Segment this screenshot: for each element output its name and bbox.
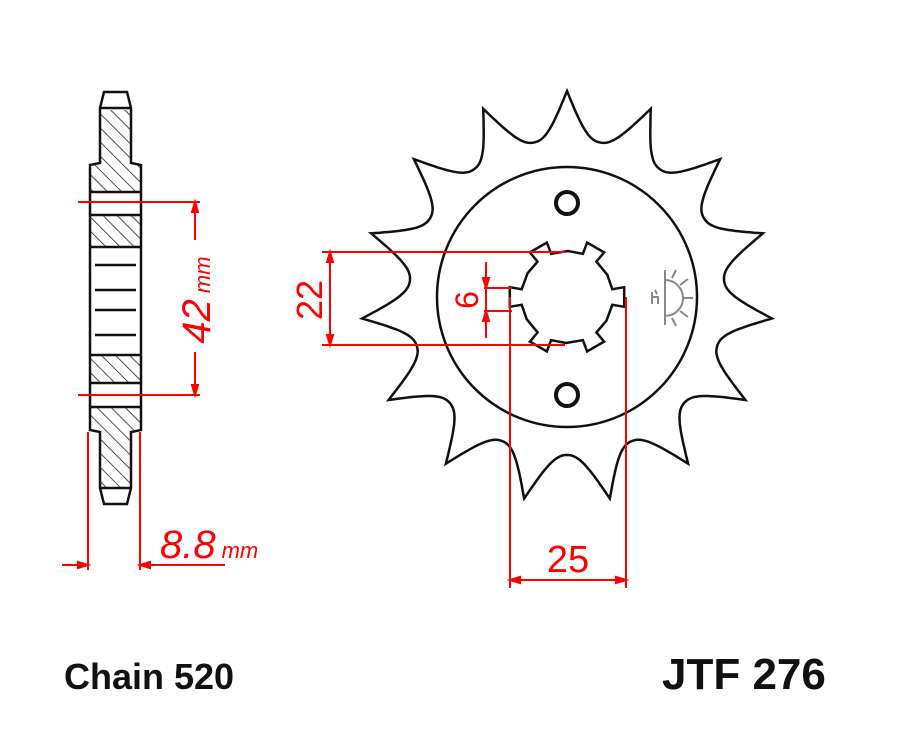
- bolt-hole: [554, 190, 580, 216]
- sun-logo-icon: [651, 269, 693, 327]
- spline-bore: [508, 240, 626, 354]
- pcd-label: 42mm: [175, 256, 219, 343]
- bore-label: 25: [547, 539, 589, 581]
- chain-label: Chain 520: [64, 656, 235, 697]
- bolt-hole: [554, 382, 580, 408]
- bore-flat-label: 22: [289, 280, 330, 320]
- part-number: JTF 276: [662, 650, 826, 699]
- hub-circle: [435, 165, 699, 429]
- side-dimensions: [62, 198, 225, 570]
- spline-label: 6: [449, 291, 485, 309]
- front-dimensions: [322, 248, 630, 588]
- side-view: [88, 90, 143, 506]
